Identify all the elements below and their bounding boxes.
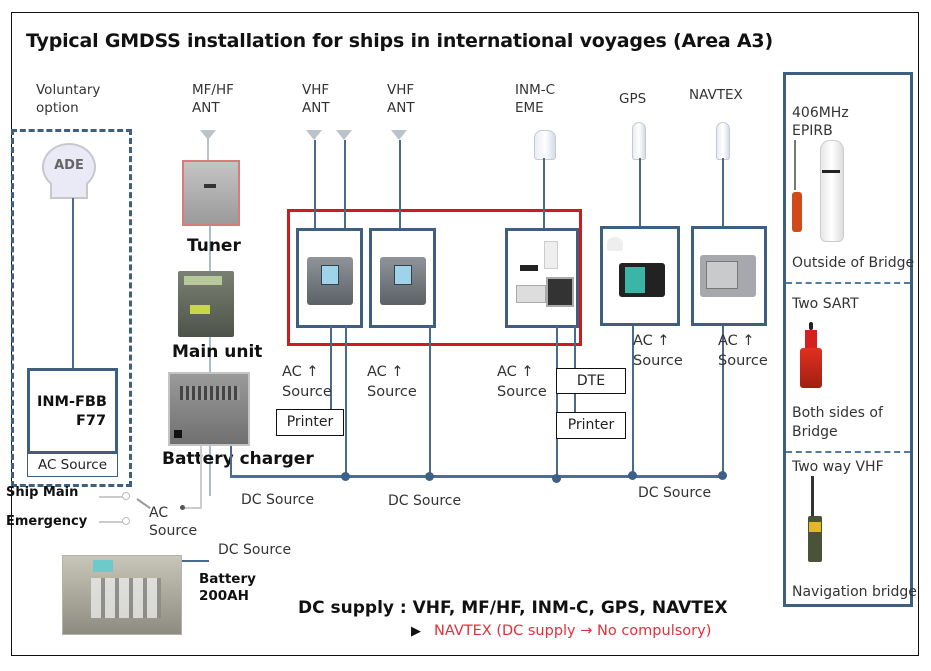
dc-source-label-mid: DC Source bbox=[388, 493, 462, 509]
voluntary-option-group bbox=[11, 129, 132, 487]
diagram-title: Typical GMDSS installation for ships in … bbox=[26, 30, 773, 52]
ac-source-label: AC Source bbox=[149, 505, 198, 539]
sart-title: Two SART bbox=[792, 296, 859, 312]
inm-fbb-f77-unit: INM-FBB F77 bbox=[27, 368, 118, 454]
ship-main-label: Ship Main bbox=[6, 485, 79, 500]
dc-bus-node-inmc bbox=[552, 474, 561, 483]
inm-fbb-ac-source: AC Source bbox=[27, 454, 118, 477]
note-marker-icon: ▶ bbox=[411, 624, 421, 639]
ac-source-label-navtex: AC ↑ Source bbox=[718, 333, 768, 369]
handheld-vhf-image bbox=[808, 476, 828, 566]
right-panel-divider-1 bbox=[786, 282, 910, 284]
ac-source-label-inmc: AC ↑ Source bbox=[497, 364, 547, 400]
label-mfhf-ant: MF/HF ANT bbox=[192, 82, 234, 116]
ship-main-terminal-icon bbox=[122, 492, 130, 500]
navtex-receiver-unit bbox=[691, 226, 767, 326]
main-unit-label: Main unit bbox=[172, 342, 263, 362]
battery-label-line1: Battery bbox=[199, 571, 256, 587]
navtex-antenna-icon bbox=[716, 122, 730, 160]
epirb-title: 406MHz EPIRB bbox=[792, 105, 849, 139]
vhf-antenna-icon-1a bbox=[306, 130, 322, 140]
f77-label: F77 bbox=[76, 413, 107, 429]
mfhf-main-unit-device bbox=[178, 271, 234, 337]
dc-source-label-right: DC Source bbox=[638, 485, 712, 501]
dc-source-battery-label: DC Source bbox=[218, 542, 292, 558]
vhf-dsc-unit-2 bbox=[369, 228, 436, 328]
sart-location: Both sides of Bridge bbox=[792, 405, 883, 440]
right-panel bbox=[783, 72, 913, 607]
emergency-terminal-icon bbox=[122, 517, 130, 525]
label-navtex: NAVTEX bbox=[689, 87, 743, 103]
printer-vhf-box: Printer bbox=[276, 409, 344, 436]
navtex-note: NAVTEX (DC supply → No compulsory) bbox=[434, 623, 712, 639]
label-gps: GPS bbox=[619, 91, 647, 107]
ac-source-label-vhf2: AC ↑ Source bbox=[367, 364, 417, 400]
label-vhf-ant-1: VHF ANT bbox=[302, 82, 330, 116]
vhf-dsc-unit-1 bbox=[296, 228, 363, 328]
two-way-vhf-title: Two way VHF bbox=[792, 459, 884, 475]
vhf-antenna-icon-2 bbox=[391, 130, 407, 140]
ade-antenna-icon: ADE bbox=[42, 143, 96, 201]
inmc-antenna-icon bbox=[534, 130, 556, 160]
dc-bus-node-navtex bbox=[718, 471, 727, 480]
battery-200ah-image bbox=[62, 555, 182, 635]
dc-bus-node-vhf2 bbox=[425, 472, 434, 481]
dc-supply-summary: DC supply : VHF, MF/HF, INM-C, GPS, NAVT… bbox=[298, 598, 728, 618]
ac-source-label-gps: AC ↑ Source bbox=[633, 333, 683, 369]
vhf-antenna-icon-1b bbox=[336, 130, 352, 140]
gps-receiver-unit bbox=[600, 226, 680, 326]
tuner-device bbox=[182, 160, 240, 226]
battery-label-line2: 200AH bbox=[199, 588, 249, 604]
inmc-terminal-unit bbox=[505, 228, 579, 328]
dc-source-label-charger: DC Source bbox=[241, 492, 315, 508]
emergency-feed bbox=[99, 521, 123, 523]
tuner-label: Tuner bbox=[187, 236, 241, 256]
epirb-location: Outside of Bridge bbox=[792, 255, 915, 271]
label-voluntary-option: Voluntary option bbox=[36, 82, 101, 116]
sart-image bbox=[800, 322, 824, 388]
label-vhf-ant-2: VHF ANT bbox=[387, 82, 415, 116]
red-group-outline bbox=[287, 209, 582, 346]
dc-bus bbox=[230, 475, 725, 478]
two-way-vhf-location: Navigation bridge bbox=[792, 584, 917, 600]
right-panel-divider-2 bbox=[786, 451, 910, 453]
ade-label: ADE bbox=[54, 158, 84, 173]
battery-charger-label: Battery charger bbox=[162, 449, 314, 469]
dc-bus-node-vhf1 bbox=[341, 472, 350, 481]
ac-source-label-vhf1: AC ↑ Source bbox=[282, 364, 332, 400]
ship-main-feed bbox=[99, 496, 123, 498]
dte-box: DTE bbox=[556, 368, 626, 394]
battery-charger-device bbox=[168, 372, 250, 446]
gps-antenna-icon bbox=[632, 122, 646, 160]
printer-inmc-box: Printer bbox=[556, 412, 626, 439]
inm-fbb-label: INM-FBB bbox=[37, 394, 107, 410]
emergency-label: Emergency bbox=[6, 514, 88, 529]
mfhf-antenna-icon bbox=[200, 130, 216, 140]
epirb-image bbox=[792, 140, 852, 244]
dc-bus-node-gps bbox=[628, 471, 637, 480]
label-inmc-eme: INM-C EME bbox=[515, 82, 556, 116]
